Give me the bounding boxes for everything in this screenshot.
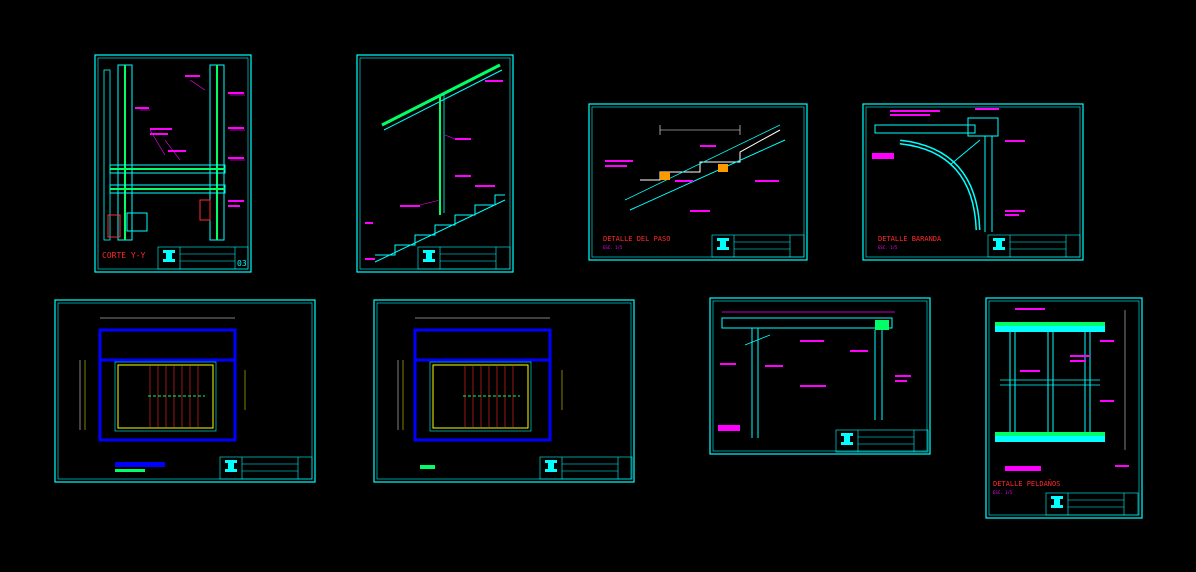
- sheet-plan-2[interactable]: [373, 299, 635, 483]
- sheet-scale: ESC. 1/5: [878, 245, 898, 250]
- sheet-railing-detail[interactable]: [709, 297, 931, 455]
- sheet-detalle-peldanos[interactable]: DETALLE PELDAÑOS ESC. 1/5: [985, 297, 1143, 519]
- sheet-scale: ESC. 1/5: [603, 245, 623, 250]
- sheet-title: DETALLE DEL PASO: [603, 235, 670, 243]
- sheet-railing-elevation[interactable]: [356, 54, 514, 273]
- sheet-detalle-baranda[interactable]: DETALLE BARANDA ESC. 1/5: [862, 103, 1084, 261]
- sheet-detalle-paso[interactable]: DETALLE DEL PASO ESC. 1/5: [588, 103, 808, 261]
- sheet-number: 03: [237, 259, 247, 268]
- sheet-scale: ESC. 1/5: [993, 490, 1013, 495]
- sheet-title: DETALLE PELDAÑOS: [993, 479, 1060, 488]
- sheet-title: CORTE Y-Y: [102, 251, 146, 260]
- sheet-title: DETALLE BARANDA: [878, 235, 942, 243]
- sheet-plan-1[interactable]: [54, 299, 316, 483]
- sheet-corte[interactable]: CORTE Y-Y 03: [94, 54, 252, 273]
